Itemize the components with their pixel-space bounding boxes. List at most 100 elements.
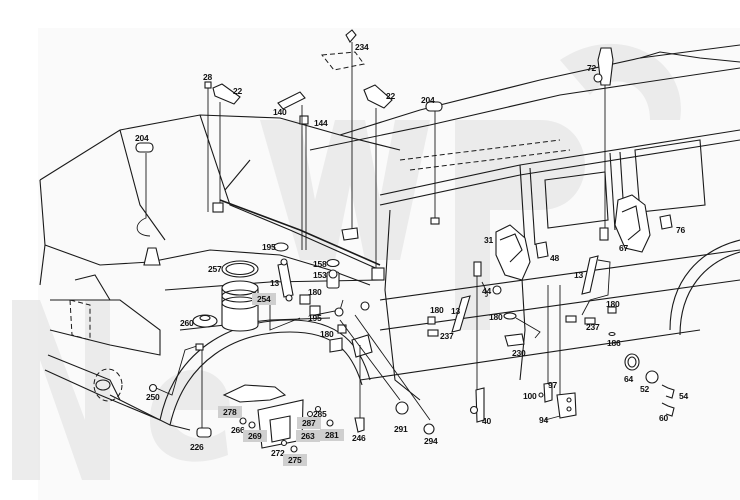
callout-180: 180 xyxy=(606,299,620,309)
part-76 xyxy=(659,214,673,230)
callout-140: 140 xyxy=(273,107,287,117)
part-72-end xyxy=(599,227,609,241)
part-180-e xyxy=(607,306,617,314)
part-64 xyxy=(624,353,640,371)
part-237-b-left xyxy=(565,315,577,323)
part-72-knob xyxy=(593,73,603,83)
callout-31: 31 xyxy=(484,235,494,245)
callout-54: 54 xyxy=(679,391,689,401)
callout-180: 180 xyxy=(430,305,444,315)
callout-180: 180 xyxy=(308,287,322,297)
part-291 xyxy=(395,401,409,415)
callout-269: 269 xyxy=(243,430,267,442)
callout-278: 278 xyxy=(218,406,242,418)
callout-144: 144 xyxy=(314,118,328,128)
callout-100: 100 xyxy=(523,391,537,401)
part-272 xyxy=(280,439,288,447)
callout-195: 195 xyxy=(308,313,322,323)
callout-250: 250 xyxy=(146,392,160,402)
callout-22: 22 xyxy=(386,91,396,101)
part-52 xyxy=(645,370,659,384)
part-180-a xyxy=(299,294,311,305)
callout-257: 257 xyxy=(208,264,222,274)
callout-254: 254 xyxy=(252,293,276,305)
callout-158: 158 xyxy=(313,259,327,269)
part-180-clip xyxy=(329,337,343,353)
part-60 xyxy=(661,402,675,417)
part-195-top xyxy=(273,242,289,252)
callout-281: 281 xyxy=(320,429,344,441)
callout-230: 230 xyxy=(512,348,526,358)
callout-275: 275 xyxy=(283,454,307,466)
part-269 xyxy=(248,421,256,429)
part-44 xyxy=(492,285,502,295)
part-246 xyxy=(354,417,365,433)
part-rod-clip xyxy=(473,261,482,277)
callout-237: 237 xyxy=(440,331,454,341)
callout-291: 291 xyxy=(394,424,408,434)
callout-226: 226 xyxy=(190,442,204,452)
part-287 xyxy=(306,410,314,418)
part-281 xyxy=(326,419,334,427)
part-237-b xyxy=(584,317,596,325)
part-22-right xyxy=(363,84,393,109)
car-body xyxy=(39,44,740,431)
part-switch xyxy=(351,334,373,358)
callout-48: 48 xyxy=(550,253,560,263)
part-278-tray xyxy=(222,384,287,403)
part-250 xyxy=(148,383,158,393)
part-285 xyxy=(314,405,322,413)
callout-52: 52 xyxy=(640,384,650,394)
callout-94: 94 xyxy=(539,415,549,425)
part-266 xyxy=(239,417,247,425)
callout-294: 294 xyxy=(424,436,438,446)
part-294 xyxy=(423,423,435,435)
part-180-b xyxy=(337,324,347,334)
part-237-a xyxy=(427,329,439,337)
part-234 xyxy=(345,29,357,43)
part-144 xyxy=(299,115,309,125)
part-204-left xyxy=(135,142,154,153)
callout-76: 76 xyxy=(676,225,686,235)
callout-263: 263 xyxy=(296,430,320,442)
part-180-c xyxy=(427,316,436,325)
part-97 xyxy=(543,382,553,403)
part-13-mid xyxy=(451,295,471,333)
part-186 xyxy=(608,331,616,337)
callout-266: 266 xyxy=(231,425,245,435)
callout-287: 287 xyxy=(297,417,321,429)
callout-246: 246 xyxy=(352,433,366,443)
callout-180: 180 xyxy=(320,329,334,339)
callout-13: 13 xyxy=(574,270,584,280)
part-140 xyxy=(277,91,306,110)
callout-22: 22 xyxy=(233,86,243,96)
callout-64: 64 xyxy=(624,374,634,384)
callout-234: 234 xyxy=(355,42,369,52)
callout-180: 180 xyxy=(489,312,503,322)
part-48 xyxy=(535,241,549,259)
callout-13: 13 xyxy=(451,306,461,316)
part-54 xyxy=(661,384,675,399)
part-13-right xyxy=(581,255,599,295)
callout-13: 13 xyxy=(270,278,280,288)
part-28 xyxy=(204,81,212,89)
part-204-right xyxy=(425,101,443,112)
callout-44: 44 xyxy=(482,286,492,296)
part-67 xyxy=(614,194,651,253)
callout-28: 28 xyxy=(203,72,213,82)
part-100 xyxy=(538,392,544,398)
part-bulb-left xyxy=(143,247,161,266)
callout-72: 72 xyxy=(587,63,597,73)
part-hinge-base-right xyxy=(371,267,385,281)
part-158 xyxy=(326,258,340,268)
callout-237: 237 xyxy=(586,322,600,332)
part-275 xyxy=(290,445,298,453)
callout-260: 260 xyxy=(180,318,194,328)
callout-97: 97 xyxy=(548,380,558,390)
dome-lamp-outline xyxy=(321,51,365,71)
part-22-left xyxy=(212,83,241,105)
watermark xyxy=(12,43,681,480)
callout-195: 195 xyxy=(262,242,276,252)
